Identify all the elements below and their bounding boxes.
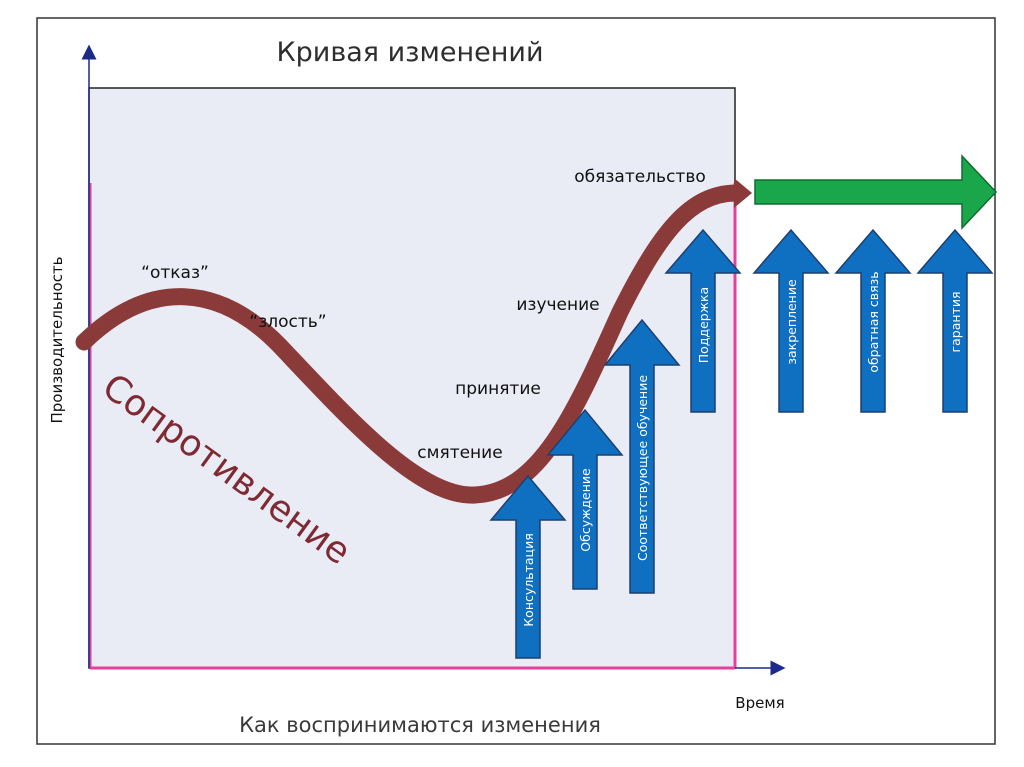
support-arrow-support: Поддержка: [664, 228, 742, 413]
label-commitment: обязательство: [574, 167, 705, 187]
change-curve: [75, 184, 744, 504]
support-arrow-label: Поддержка: [696, 287, 711, 363]
support-arrow-label: закрепление: [784, 279, 799, 365]
support-arrow-shape: [916, 228, 994, 413]
support-arrow-label: обратная связь: [866, 271, 881, 372]
support-arrow-consultation: Консультация: [489, 474, 567, 659]
x-axis-label: Время: [735, 694, 784, 712]
support-arrow-consolidation: закрепление: [752, 228, 830, 413]
forward-arrow: [754, 154, 998, 230]
support-arrows-group: Консультация Обсуждение Соответствующее …: [489, 228, 994, 659]
outer-frame: [36, 17, 996, 745]
label-learning: изучение: [516, 295, 599, 315]
support-arrow-shape: [664, 228, 742, 413]
diagram-subtitle: Как воспринимаются изменения: [239, 713, 601, 737]
support-arrow-shape: [752, 228, 830, 413]
label-confusion: смятение: [417, 443, 502, 463]
change-curve-arrowhead: [734, 178, 752, 208]
label-acceptance: принятие: [455, 379, 541, 399]
support-arrow-label: Обсуждение: [578, 468, 593, 552]
support-arrow-shape: [834, 228, 912, 413]
label-anger: “злость”: [249, 312, 326, 332]
chart-panel: [88, 87, 736, 669]
diagram-title: Кривая изменений: [276, 37, 543, 68]
support-arrow-shape: [546, 408, 624, 590]
label-denial: “отказ”: [141, 263, 209, 283]
support-arrow-guarantee: гарантия: [916, 228, 994, 413]
support-arrow-training: Соответствующее обучение: [603, 318, 681, 594]
support-arrow-label: Консультация: [521, 533, 536, 626]
y-axis-label: Производительность: [48, 256, 66, 423]
support-arrow-shape: [603, 318, 681, 594]
support-arrow-shape: [489, 474, 567, 659]
support-arrow-discussion: Обсуждение: [546, 408, 624, 590]
support-arrow-label: гарантия: [948, 292, 963, 353]
support-arrow-label: Соответствующее обучение: [635, 375, 650, 561]
support-arrow-feedback: обратная связь: [834, 228, 912, 413]
